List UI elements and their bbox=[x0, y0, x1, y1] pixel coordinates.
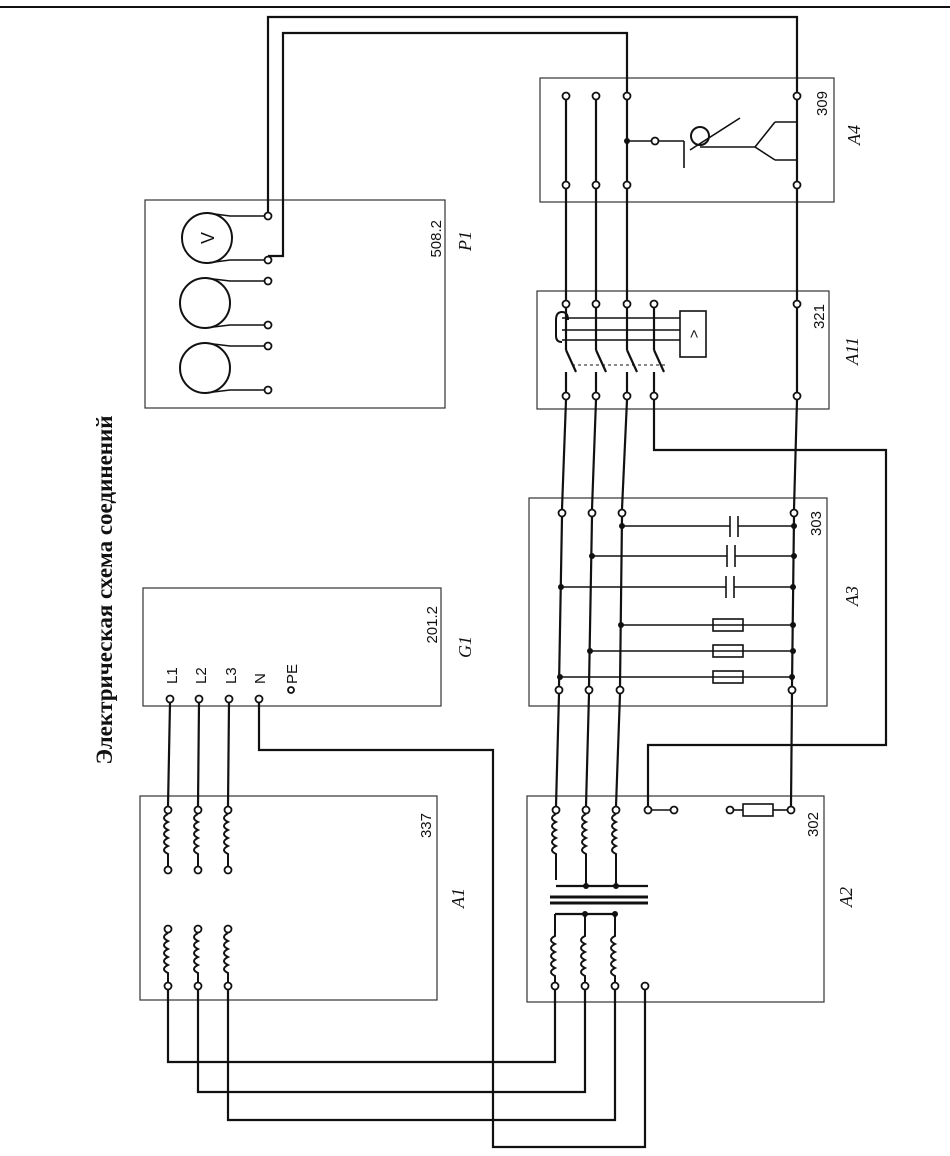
a4-number: 309 bbox=[814, 91, 831, 116]
a4-designation: A4 bbox=[844, 125, 864, 146]
a11-designation: A11 bbox=[842, 337, 862, 366]
a3-number: 303 bbox=[808, 511, 825, 536]
terminal-label-n: N bbox=[252, 673, 269, 684]
terminal-label-l1: L1 bbox=[164, 667, 181, 684]
terminal-label-l2: L2 bbox=[193, 667, 210, 684]
diagram-title: Электрическая схема соединений bbox=[92, 415, 117, 764]
a3-designation: A3 bbox=[842, 586, 862, 607]
p1-designation: P1 bbox=[455, 231, 475, 252]
relay-symbol: > bbox=[686, 329, 703, 338]
block-a4: 309 A4 bbox=[539, 77, 864, 203]
block-a11: 321 A11 > bbox=[536, 290, 862, 410]
block-p1: 508.2 P1 V bbox=[144, 199, 475, 409]
voltmeter-symbol: V bbox=[198, 232, 218, 244]
p1-number: 508.2 bbox=[428, 220, 445, 258]
g1-designation: G1 bbox=[455, 636, 475, 658]
a1-inductors bbox=[163, 805, 233, 991]
g1-number: 201.2 bbox=[424, 606, 441, 644]
a11-number: 321 bbox=[811, 304, 828, 329]
block-a3: 303 A3 bbox=[528, 497, 862, 707]
a1-designation: A1 bbox=[448, 888, 468, 909]
block-g1: 201.2 G1 L1 L2 L3 N PE bbox=[142, 587, 475, 707]
terminal-label-pe: PE bbox=[284, 664, 301, 684]
a1-number: 337 bbox=[418, 813, 435, 838]
connection-wires bbox=[166, 15, 888, 1149]
a2-number: 302 bbox=[805, 812, 822, 837]
block-a2: 302 A2 bbox=[526, 795, 856, 1003]
a2-designation: A2 bbox=[836, 887, 856, 908]
block-a1: 337 A1 bbox=[139, 795, 468, 1001]
terminal-label-l3: L3 bbox=[223, 667, 240, 684]
